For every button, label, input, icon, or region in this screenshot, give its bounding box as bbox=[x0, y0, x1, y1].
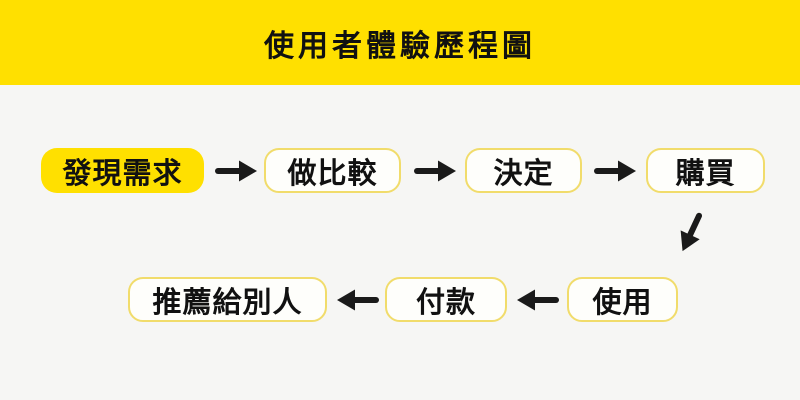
flow-step-recommend: 推薦給別人 bbox=[128, 277, 327, 322]
flow-step-label: 購買 bbox=[675, 157, 736, 190]
arrow-left-icon bbox=[515, 287, 559, 313]
arrow-right-icon bbox=[594, 158, 638, 184]
flow-step-label: 發現需求 bbox=[62, 157, 183, 190]
arrow-left-icon bbox=[335, 287, 379, 313]
page-title: 使用者體驗歷程圖 bbox=[264, 29, 536, 63]
flow-step-discover-need: 發現需求 bbox=[41, 148, 204, 193]
flow-step-label: 使用 bbox=[592, 286, 653, 319]
arrow-right-icon bbox=[414, 158, 458, 184]
flow-step-label: 付款 bbox=[415, 286, 476, 319]
flow-step-compare: 做比較 bbox=[264, 148, 401, 193]
title-banner: 使用者體驗歷程圖 bbox=[0, 0, 800, 85]
flow-step-pay: 付款 bbox=[385, 277, 507, 322]
arrow-right-icon bbox=[215, 158, 259, 184]
flow-step-use: 使用 bbox=[567, 277, 678, 322]
flow-step-purchase: 購買 bbox=[646, 148, 765, 193]
flow-step-label: 推薦給別人 bbox=[152, 286, 303, 319]
flow-step-label: 決定 bbox=[493, 157, 554, 190]
flow-step-label: 做比較 bbox=[287, 157, 378, 190]
flow-step-decide: 決定 bbox=[465, 148, 582, 193]
arrow-down-icon bbox=[670, 208, 712, 259]
